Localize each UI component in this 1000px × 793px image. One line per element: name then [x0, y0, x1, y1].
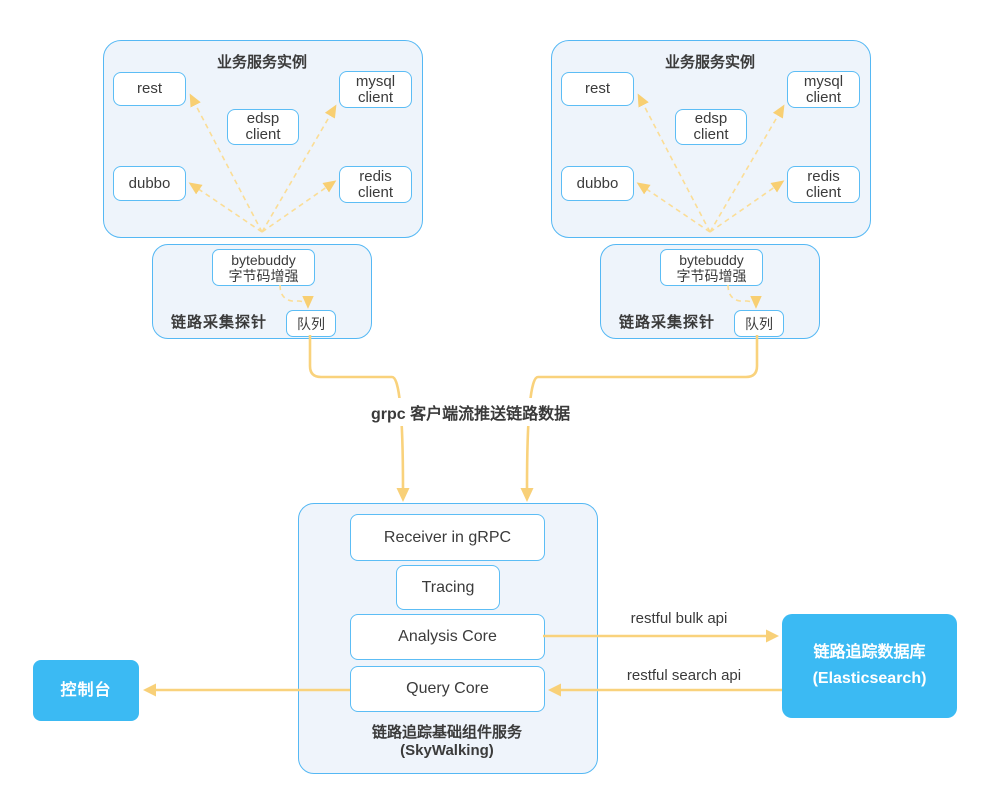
skywalking-caption-line2: (SkyWalking) [400, 742, 494, 759]
component-rest-2: rest [561, 72, 634, 106]
component-edsp-client-1: edsp client [227, 109, 299, 145]
trace-probe-label-1: 链路采集探针 [171, 314, 268, 331]
bytebuddy-enhancer-2: bytebuddy 字节码增强 [660, 249, 763, 286]
module-query-core: Query Core [350, 666, 545, 712]
component-edsp-client-2: edsp client [675, 109, 747, 145]
component-redis-client-1: redis client [339, 166, 412, 203]
module-receiver-grpc: Receiver in gRPC [350, 514, 545, 561]
elasticsearch-label-line1: 链路追踪数据库 [813, 644, 926, 661]
trace-probe-label-2: 链路采集探针 [619, 314, 716, 331]
component-mysql-client-1: mysql client [339, 71, 412, 108]
component-dubbo-1: dubbo [113, 166, 186, 201]
queue-node-1: 队列 [286, 310, 336, 337]
module-analysis-core: Analysis Core [350, 614, 545, 660]
component-redis-client-2: redis client [787, 166, 860, 203]
edge-label-search-api: restful search api [626, 667, 742, 684]
component-rest-1: rest [113, 72, 186, 106]
skywalking-caption-line1: 链路追踪基础组件服务 [371, 724, 522, 741]
elasticsearch-box: 链路追踪数据库 (Elasticsearch) [782, 614, 957, 718]
elasticsearch-label-line2: (Elasticsearch) [812, 670, 927, 687]
module-tracing: Tracing [396, 565, 500, 610]
service-instances-title-1: 业务服务实例 [216, 54, 307, 71]
bytebuddy-enhancer-1: bytebuddy 字节码增强 [212, 249, 315, 286]
component-dubbo-2: dubbo [561, 166, 634, 201]
component-mysql-client-2: mysql client [787, 71, 860, 108]
grpc-flow-label: grpc 客户端流推送链路数据 [364, 398, 578, 426]
edge-label-bulk-api: restful bulk api [630, 610, 728, 627]
console-box: 控制台 [33, 660, 139, 721]
console-label: 控制台 [60, 681, 112, 699]
service-instances-title-2: 业务服务实例 [664, 54, 755, 71]
queue-node-2: 队列 [734, 310, 784, 337]
